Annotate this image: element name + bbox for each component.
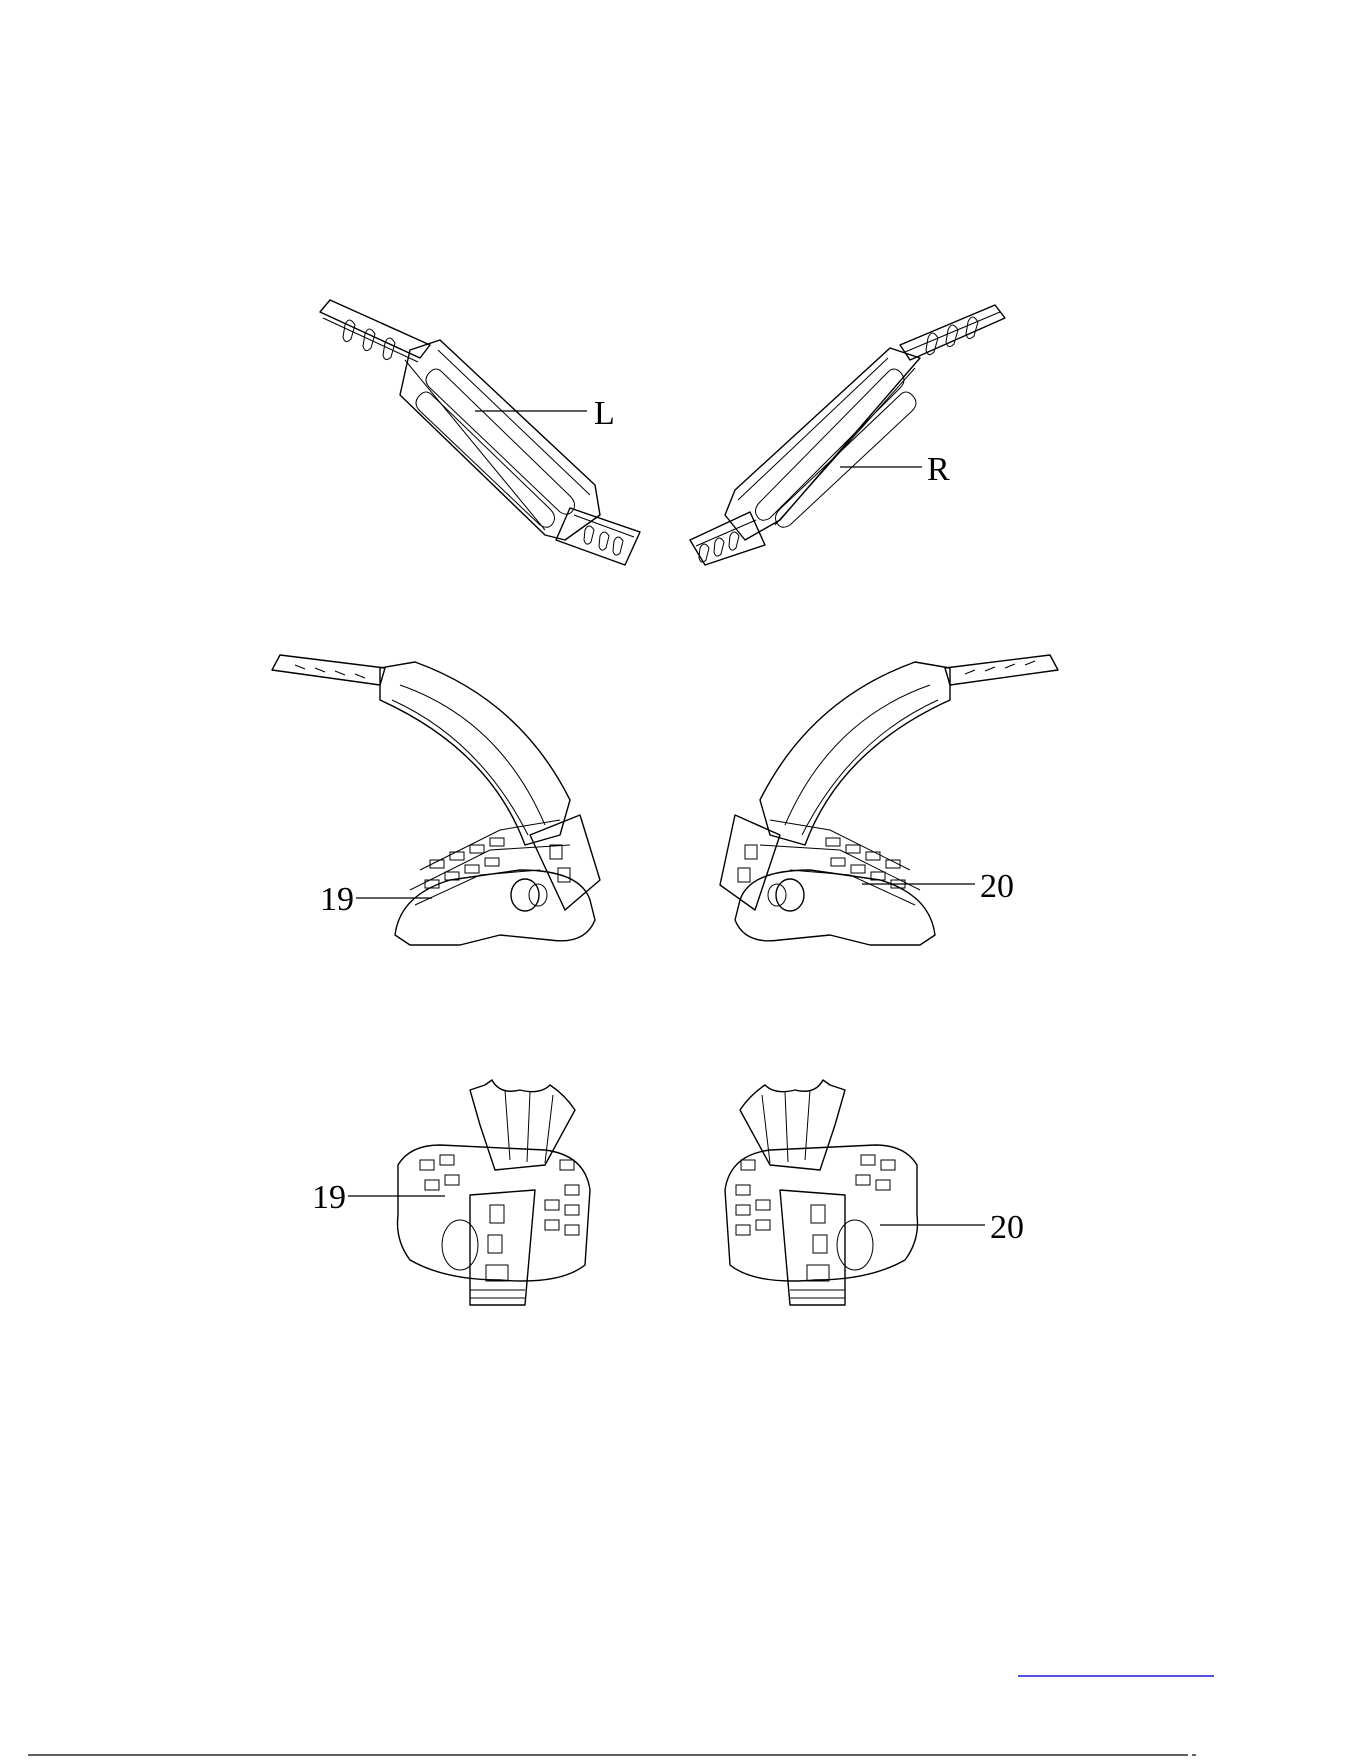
right-strap-drawing (690, 305, 1005, 565)
label-left-pedal-side: 19 (320, 881, 354, 918)
label-right-pedal-front: 20 (990, 1209, 1024, 1246)
label-left-pedal-front: 19 (312, 1179, 346, 1216)
label-right-pedal-side: 20 (980, 868, 1014, 905)
label-right-strap: R (927, 451, 950, 488)
left-strap-drawing (320, 300, 640, 565)
left-pedal-front-drawing (348, 1080, 590, 1305)
label-left-strap: L (594, 395, 615, 432)
right-pedal-front-drawing (725, 1080, 985, 1305)
